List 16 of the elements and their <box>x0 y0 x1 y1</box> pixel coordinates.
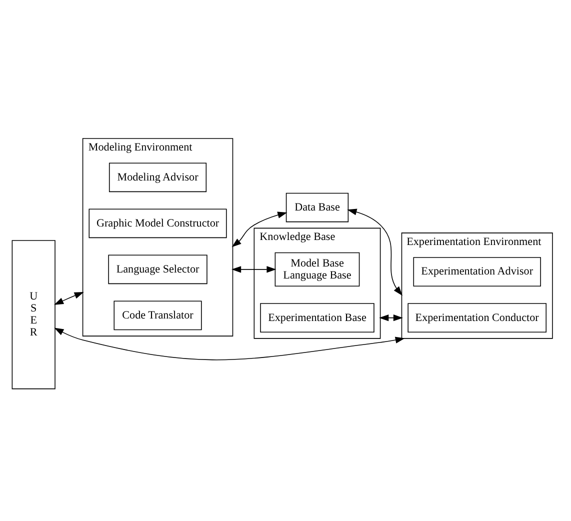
node-box: Graphic Model Constructor <box>88 208 227 238</box>
node-box: Language Selector <box>108 254 208 284</box>
arrow <box>232 266 276 273</box>
arrow <box>347 208 402 296</box>
node-box: Code Translator <box>114 300 202 330</box>
node-box: Experimentation Base <box>260 303 374 332</box>
arrow <box>232 212 288 248</box>
node-box: Data Base <box>286 192 349 222</box>
arrow <box>54 292 84 305</box>
node-box: Experimentation Advisor <box>413 257 541 286</box>
node-box: U S E R <box>12 240 56 390</box>
node-box: Experimentation Conductor <box>408 303 547 332</box>
node-box: Modeling Advisor <box>108 162 207 192</box>
arrow <box>379 314 403 322</box>
node-box: Model Base Language Base <box>274 252 360 286</box>
arrow <box>54 328 405 360</box>
